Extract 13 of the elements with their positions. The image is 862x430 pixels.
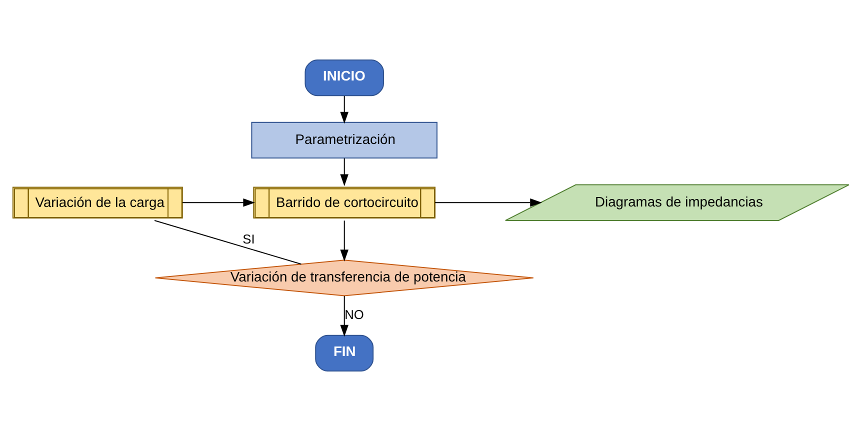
arrow xyxy=(340,157,349,186)
arrow xyxy=(340,220,349,261)
node-box: INICIO xyxy=(304,58,384,96)
arrow xyxy=(434,198,542,206)
node-box: Parametrización xyxy=(251,121,438,158)
arrow xyxy=(182,198,256,206)
connector xyxy=(154,220,302,264)
node-diamond: Variación de transferencia de potencia xyxy=(154,259,534,296)
edge-label: NO xyxy=(344,306,364,322)
node-box: FIN xyxy=(315,334,374,372)
edge-label: SI xyxy=(242,231,255,246)
arrow xyxy=(340,94,349,124)
arrow xyxy=(340,294,349,336)
